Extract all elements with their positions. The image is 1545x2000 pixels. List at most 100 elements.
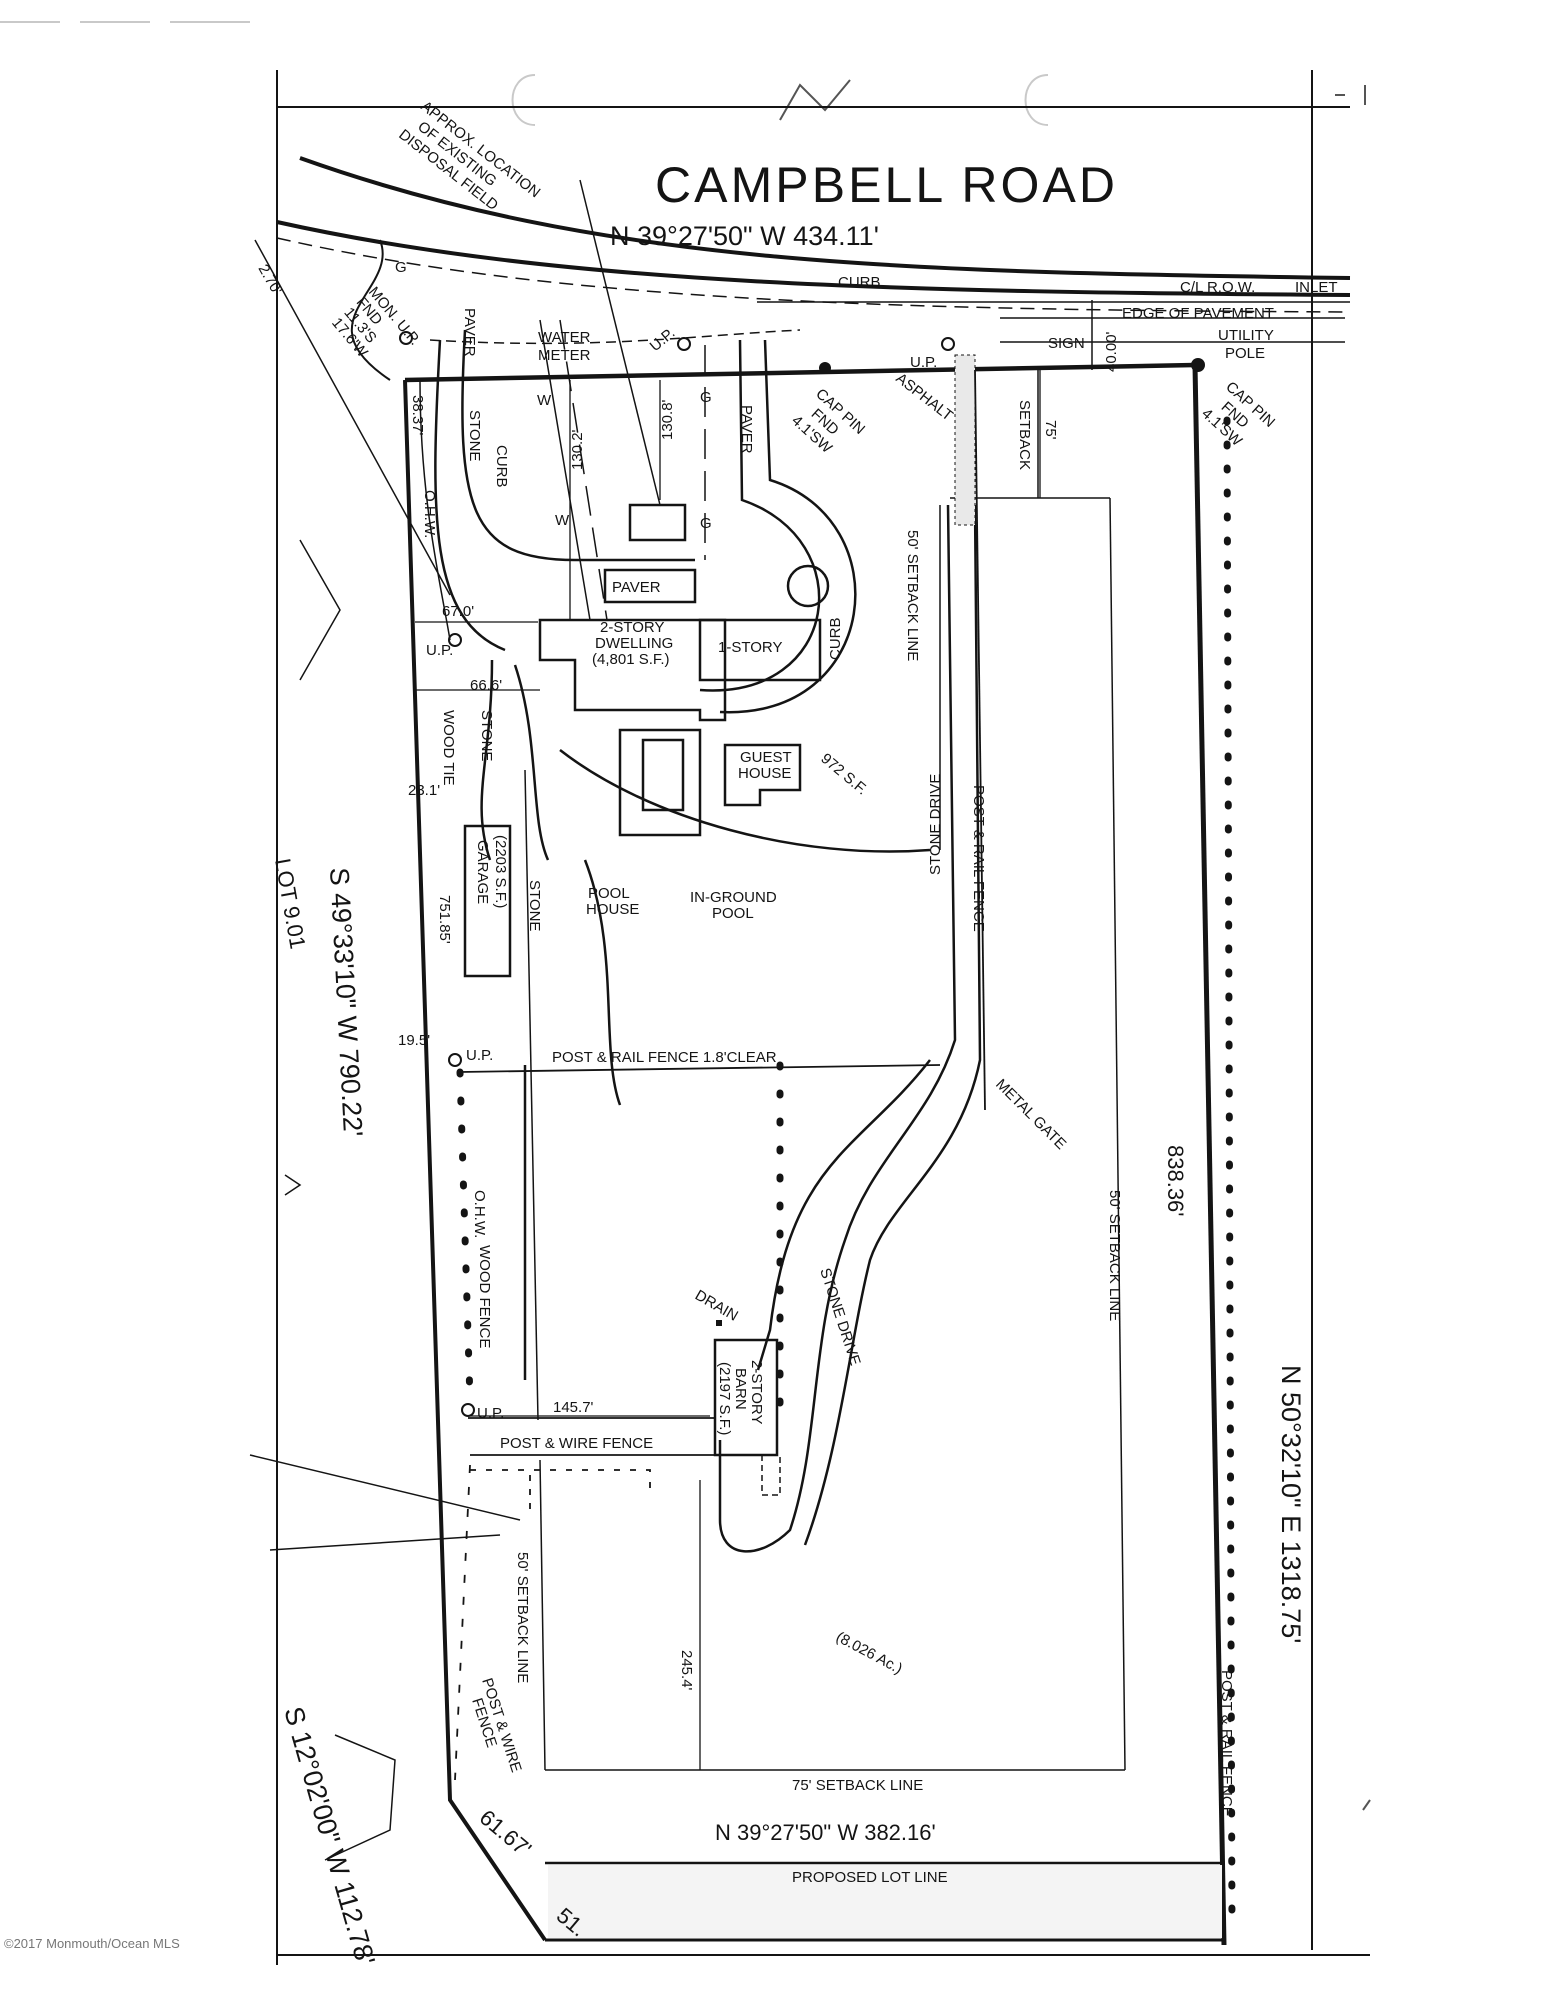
up-label-1: U.P. — [647, 325, 679, 356]
utility-label-1: UTILITY — [1218, 327, 1274, 344]
post-rail-label-2: POST & RAIL FENCE — [1218, 1670, 1235, 1817]
up-label-2: U.P. — [910, 354, 937, 371]
stone-label-3: STONE — [526, 880, 543, 931]
setback-word-label: SETBACK — [1016, 400, 1033, 470]
curb-label-1: CURB — [493, 445, 510, 488]
one-story-wing — [698, 618, 822, 682]
campbell-road — [276, 156, 1351, 370]
dim-3837: 38.37' — [409, 395, 426, 436]
asphalt-label: ASPHALT — [893, 370, 956, 425]
guest-house — [723, 743, 802, 807]
ohw-label-2: O.H.W. — [471, 1190, 488, 1238]
dimension-lines — [415, 368, 1041, 1770]
dim-75185: 751.85' — [436, 895, 453, 944]
curb-top-label: CURB — [838, 274, 881, 291]
water-label-2: METER — [538, 347, 591, 364]
buildings — [463, 503, 822, 1496]
pool-house — [618, 728, 702, 837]
stone-drive-label-1: STONE DRIVE — [927, 774, 944, 875]
dwelling-label-3: (4,801 S.F.) — [592, 651, 670, 668]
front-line — [404, 362, 1196, 383]
paver-label-1: PAVER — [461, 308, 478, 357]
pool-label-2: POOL — [712, 905, 754, 922]
guest-sf-label: 972 S.F. — [817, 750, 870, 798]
utility-lines — [249, 179, 706, 1551]
pool-label-1: IN-GROUND — [690, 889, 777, 906]
gas-label-2: G — [700, 389, 712, 406]
gas-label-3: G — [700, 515, 712, 532]
setback-lines — [524, 368, 1126, 1771]
dim-195: 19.5' — [398, 1032, 430, 1049]
setback-50-label-1: 50' SETBACK LINE — [904, 530, 921, 661]
water-line-label-1: W — [537, 392, 552, 409]
dim-1308: 130.8' — [659, 399, 676, 440]
barn — [713, 1338, 779, 1457]
road-edge-north — [299, 156, 1351, 280]
guest-label-1: GUEST — [740, 749, 792, 766]
barn-label-2: BARN — [732, 1368, 749, 1410]
dim-1302: 130.2' — [569, 429, 586, 470]
row-label: C/L R.O.W. — [1180, 279, 1255, 296]
inlet-label: INLET — [1295, 279, 1338, 296]
gas-label-1: G — [395, 259, 407, 276]
acreage-label: (8.026 Ac.) — [833, 1629, 905, 1678]
garage-label-1: GARAGE — [474, 840, 491, 904]
left-bearing-label: S 49°33'10" W 790.22' — [324, 867, 368, 1138]
wood-tie-label: WOOD TIE — [440, 710, 457, 786]
right-dist-label: 838.36' — [1163, 1145, 1188, 1217]
proposed-lot-strip — [548, 1865, 1222, 1938]
proposed-lot-line-label: PROPOSED LOT LINE — [792, 1869, 948, 1886]
dim-231: 23.1' — [408, 782, 440, 799]
wood-fence — [456, 1068, 474, 1404]
ohw-label-1: O.H.W. — [421, 490, 438, 538]
post-rail-label-1: POST & RAIL FENCE — [970, 785, 987, 932]
setback-50-label-2: 50' SETBACK LINE — [1106, 1190, 1123, 1321]
dwelling-outline — [538, 618, 727, 722]
guest-label-2: HOUSE — [738, 765, 791, 782]
cap-pin-west — [819, 362, 831, 374]
utility-label-2: POLE — [1225, 345, 1265, 362]
cap-pin-east — [1191, 358, 1205, 372]
property-boundary — [403, 362, 1227, 1946]
one-story-label: 1-STORY — [718, 639, 782, 656]
stone-label-1: STONE — [466, 410, 483, 461]
dim-270: 2.70' — [255, 262, 286, 298]
edge-of-pavement — [429, 329, 801, 345]
disposal-field — [628, 503, 687, 542]
in-ground-pool — [641, 738, 685, 812]
dim-670: 67.0' — [442, 603, 474, 620]
metal-gate-label: METAL GATE — [992, 1076, 1069, 1153]
post-rail-clear-label: POST & RAIL FENCE 1.8'CLEAR — [552, 1049, 777, 1066]
post-rail-fence-east — [974, 369, 986, 1111]
garage-label-2: (2203 S.F.) — [492, 835, 509, 908]
up-label-3: U.P. — [426, 642, 453, 659]
garage — [463, 824, 512, 978]
paver-label-2: PAVER — [738, 405, 755, 454]
post-wire-label: POST & WIRE FENCE — [500, 1435, 653, 1452]
water-label-1: WATER — [538, 329, 591, 346]
drain-label: DRAIN — [692, 1287, 741, 1325]
setback-75-line-label: 75' SETBACK LINE — [792, 1777, 923, 1794]
setback-50-label-3: 50' SETBACK LINE — [514, 1552, 531, 1683]
sw-bearing-label: S 12°02'00" W 112.78' — [278, 1703, 381, 1968]
sign-label: SIGN — [1048, 335, 1085, 352]
setback-75-label: 75' — [1042, 420, 1059, 440]
paver-patio — [603, 568, 697, 604]
road-bearing: N 39°27'50" W 434.11' — [610, 221, 879, 251]
paver-label-3: PAVER — [612, 579, 661, 596]
fences — [454, 369, 1236, 1934]
water-line-label-2: W — [555, 512, 570, 529]
asphalt-strip — [954, 354, 976, 526]
stone-label-2: STONE — [478, 710, 495, 761]
wood-fence-label: WOOD FENCE — [476, 1245, 493, 1348]
up-label-4: U.P. — [466, 1047, 493, 1064]
edge-pavement-label: EDGE OF PAVEMENT — [1122, 305, 1274, 322]
left-line — [403, 379, 547, 1942]
dim-2454: 245.4' — [678, 1650, 695, 1691]
road-name: CAMPBELL ROAD — [655, 157, 1115, 213]
barn-label-1: 2-STORY — [748, 1360, 765, 1424]
pool-house-label-2: HOUSE — [586, 901, 639, 918]
dwelling-label-2: DWELLING — [595, 635, 673, 652]
right-bearing-label: N 50°32'10" E 1318.75' — [1276, 1365, 1306, 1643]
post-rail-fence-mid — [459, 1064, 941, 1073]
